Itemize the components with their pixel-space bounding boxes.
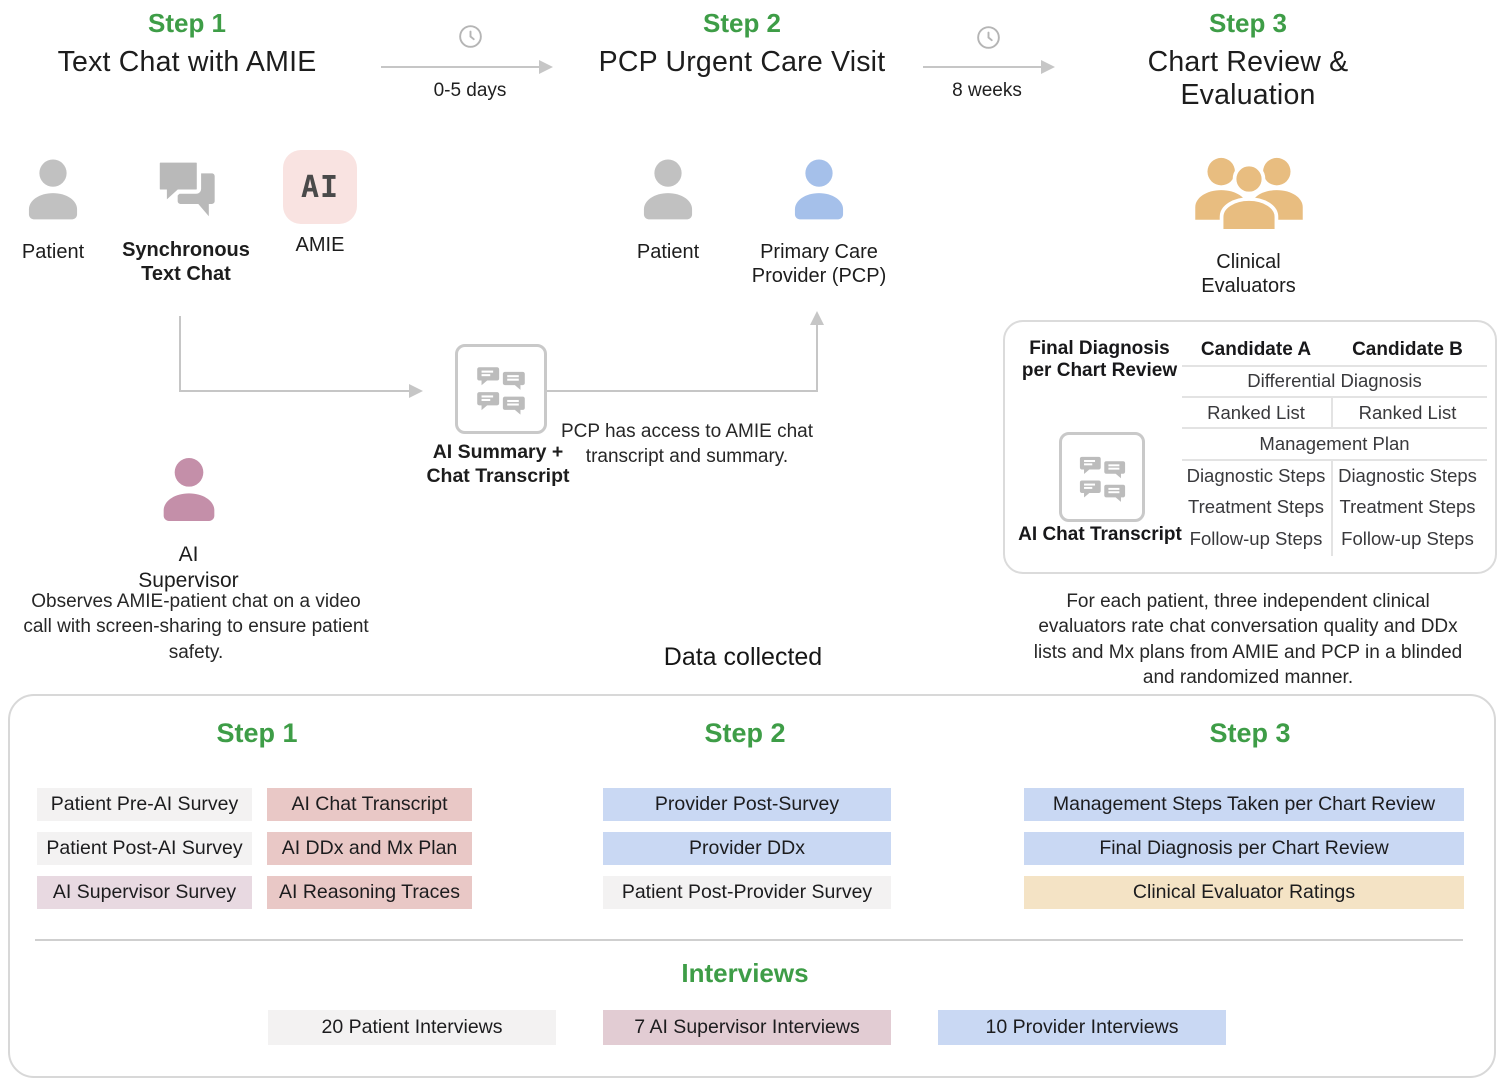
data-item: 7 AI Supervisor Interviews [603, 1010, 891, 1045]
pcp-access-note: PCP has access to AMIE chat transcript a… [560, 421, 814, 468]
data-item: AI DDx and Mx Plan [267, 832, 472, 865]
step2-title: PCP Urgent Care Visit [598, 46, 886, 78]
data-item: AI Chat Transcript [267, 788, 472, 821]
patient-step2-caption: Patient [636, 241, 700, 263]
arrowhead-right-icon [1041, 60, 1055, 74]
clock-icon [975, 24, 1002, 56]
ai-supervisor-caption: AI Supervisor [138, 543, 239, 592]
transition1-line [381, 66, 541, 68]
data-item: Clinical Evaluator Ratings [1024, 876, 1464, 909]
diagnostic-steps-b-cell: Diagnostic Steps [1338, 465, 1477, 486]
management-plan-cell: Management Plan [1259, 433, 1410, 454]
data-item: Patient Post-Provider Survey [603, 876, 891, 909]
person-icon [630, 150, 706, 231]
connector-line [179, 316, 181, 392]
table-divider [1182, 427, 1487, 429]
step1-title: Text Chat with AMIE [57, 46, 317, 78]
pcp-figure: Primary Care Provider (PCP) [740, 150, 898, 289]
clinical-evaluators-caption: Clinical Evaluators [1201, 251, 1296, 298]
data-item: Final Diagnosis per Chart Review [1024, 832, 1464, 865]
step1-label: Step 1 [147, 8, 227, 38]
table-divider [1331, 460, 1333, 556]
data-item: AI Supervisor Survey [37, 876, 252, 909]
treatment-steps-a-cell: Treatment Steps [1187, 496, 1325, 517]
ranked-list-a-cell: Ranked List [1207, 402, 1305, 423]
step2-label: Step 2 [702, 8, 782, 38]
data-item: Provider DDx [603, 832, 891, 865]
step3-title: Chart Review & Evaluation [1147, 46, 1349, 111]
amie-caption: AMIE [295, 234, 345, 256]
clinical-evaluators-figure: Clinical Evaluators [1171, 148, 1326, 299]
interviews-heading: Interviews [681, 958, 809, 988]
person-icon [781, 150, 857, 231]
data-collected-title: Data collected [663, 643, 823, 671]
patient-step1-caption: Patient [21, 241, 85, 263]
followup-steps-a-cell: Follow-up Steps [1189, 528, 1323, 549]
people-group-icon [1186, 148, 1312, 241]
collected-step1-heading: Step 1 [216, 718, 298, 748]
table-divider [1182, 459, 1487, 461]
ai-summary-caption: AI Summary + Chat Transcript [426, 441, 570, 487]
ranked-list-b-cell: Ranked List [1358, 402, 1457, 423]
data-item: 20 Patient Interviews [268, 1010, 556, 1045]
sync-chat-figure: Synchronous Text Chat [121, 150, 251, 287]
step2-header: Step 2 PCP Urgent Care Visit [582, 8, 902, 79]
ai-supervisor-note: Observes AMIE-patient chat on a video ca… [23, 591, 369, 663]
treatment-steps-b-cell: Treatment Steps [1339, 496, 1476, 517]
evaluation-note: For each patient, three independent clin… [1033, 591, 1463, 689]
data-item: 10 Provider Interviews [938, 1010, 1226, 1045]
table-divider [1331, 397, 1333, 427]
ai-summary-doc-icon [455, 344, 547, 434]
data-item: AI Reasoning Traces [267, 876, 472, 909]
final-diagnosis-header: Final Diagnosis per Chart Review [1021, 338, 1178, 381]
ai-chat-transcript-caption: AI Chat Transcript [1018, 524, 1182, 545]
ai-supervisor-figure: AI Supervisor [136, 448, 241, 593]
data-item: Patient Pre-AI Survey [37, 788, 252, 821]
connector-line [179, 390, 411, 392]
person-icon [15, 150, 91, 231]
amie-ai-chip: AI [283, 150, 357, 224]
differential-diagnosis-cell: Differential Diagnosis [1247, 370, 1422, 391]
followup-steps-b-cell: Follow-up Steps [1341, 528, 1474, 549]
ai-chat-transcript-doc-icon [1059, 432, 1145, 522]
candidate-a-header: Candidate A [1200, 339, 1312, 360]
transition1-duration: 0-5 days [433, 80, 507, 101]
divider [35, 939, 1463, 941]
table-divider [1182, 396, 1487, 398]
transition2-duration: 8 weeks [952, 80, 1022, 101]
connector-line [816, 324, 818, 392]
arrowhead-up-icon [810, 311, 824, 325]
patient-step2-figure: Patient [628, 150, 708, 264]
table-divider [1182, 365, 1487, 367]
diagnostic-steps-a-cell: Diagnostic Steps [1186, 465, 1326, 486]
pcp-caption: Primary Care Provider (PCP) [751, 241, 887, 288]
person-icon [149, 448, 229, 533]
collected-step2-heading: Step 2 [704, 718, 786, 748]
data-item: Provider Post-Survey [603, 788, 891, 821]
data-item: Management Steps Taken per Chart Review [1024, 788, 1464, 821]
arrowhead-right-icon [539, 60, 553, 74]
data-item: Patient Post-AI Survey [37, 832, 252, 865]
chat-bubbles-icon [149, 150, 223, 229]
clock-icon [457, 23, 484, 55]
step3-header: Step 3 Chart Review & Evaluation [1088, 8, 1408, 112]
step3-label: Step 3 [1208, 8, 1288, 38]
transition2-line [923, 66, 1043, 68]
patient-step1-figure: Patient [13, 150, 93, 264]
sync-chat-caption: Synchronous Text Chat [122, 239, 250, 286]
amie-figure: AI AMIE [281, 150, 359, 257]
arrowhead-right-icon [409, 384, 423, 398]
step1-header: Step 1 Text Chat with AMIE [27, 8, 347, 79]
candidate-b-header: Candidate B [1352, 339, 1463, 360]
data-collected-panel: Step 1 Step 2 Step 3 Patient Pre-AI Surv… [8, 694, 1496, 1078]
chart-review-panel: Final Diagnosis per Chart Review Candida… [1003, 320, 1497, 574]
collected-step3-heading: Step 3 [1209, 718, 1291, 748]
connector-line [544, 390, 818, 392]
